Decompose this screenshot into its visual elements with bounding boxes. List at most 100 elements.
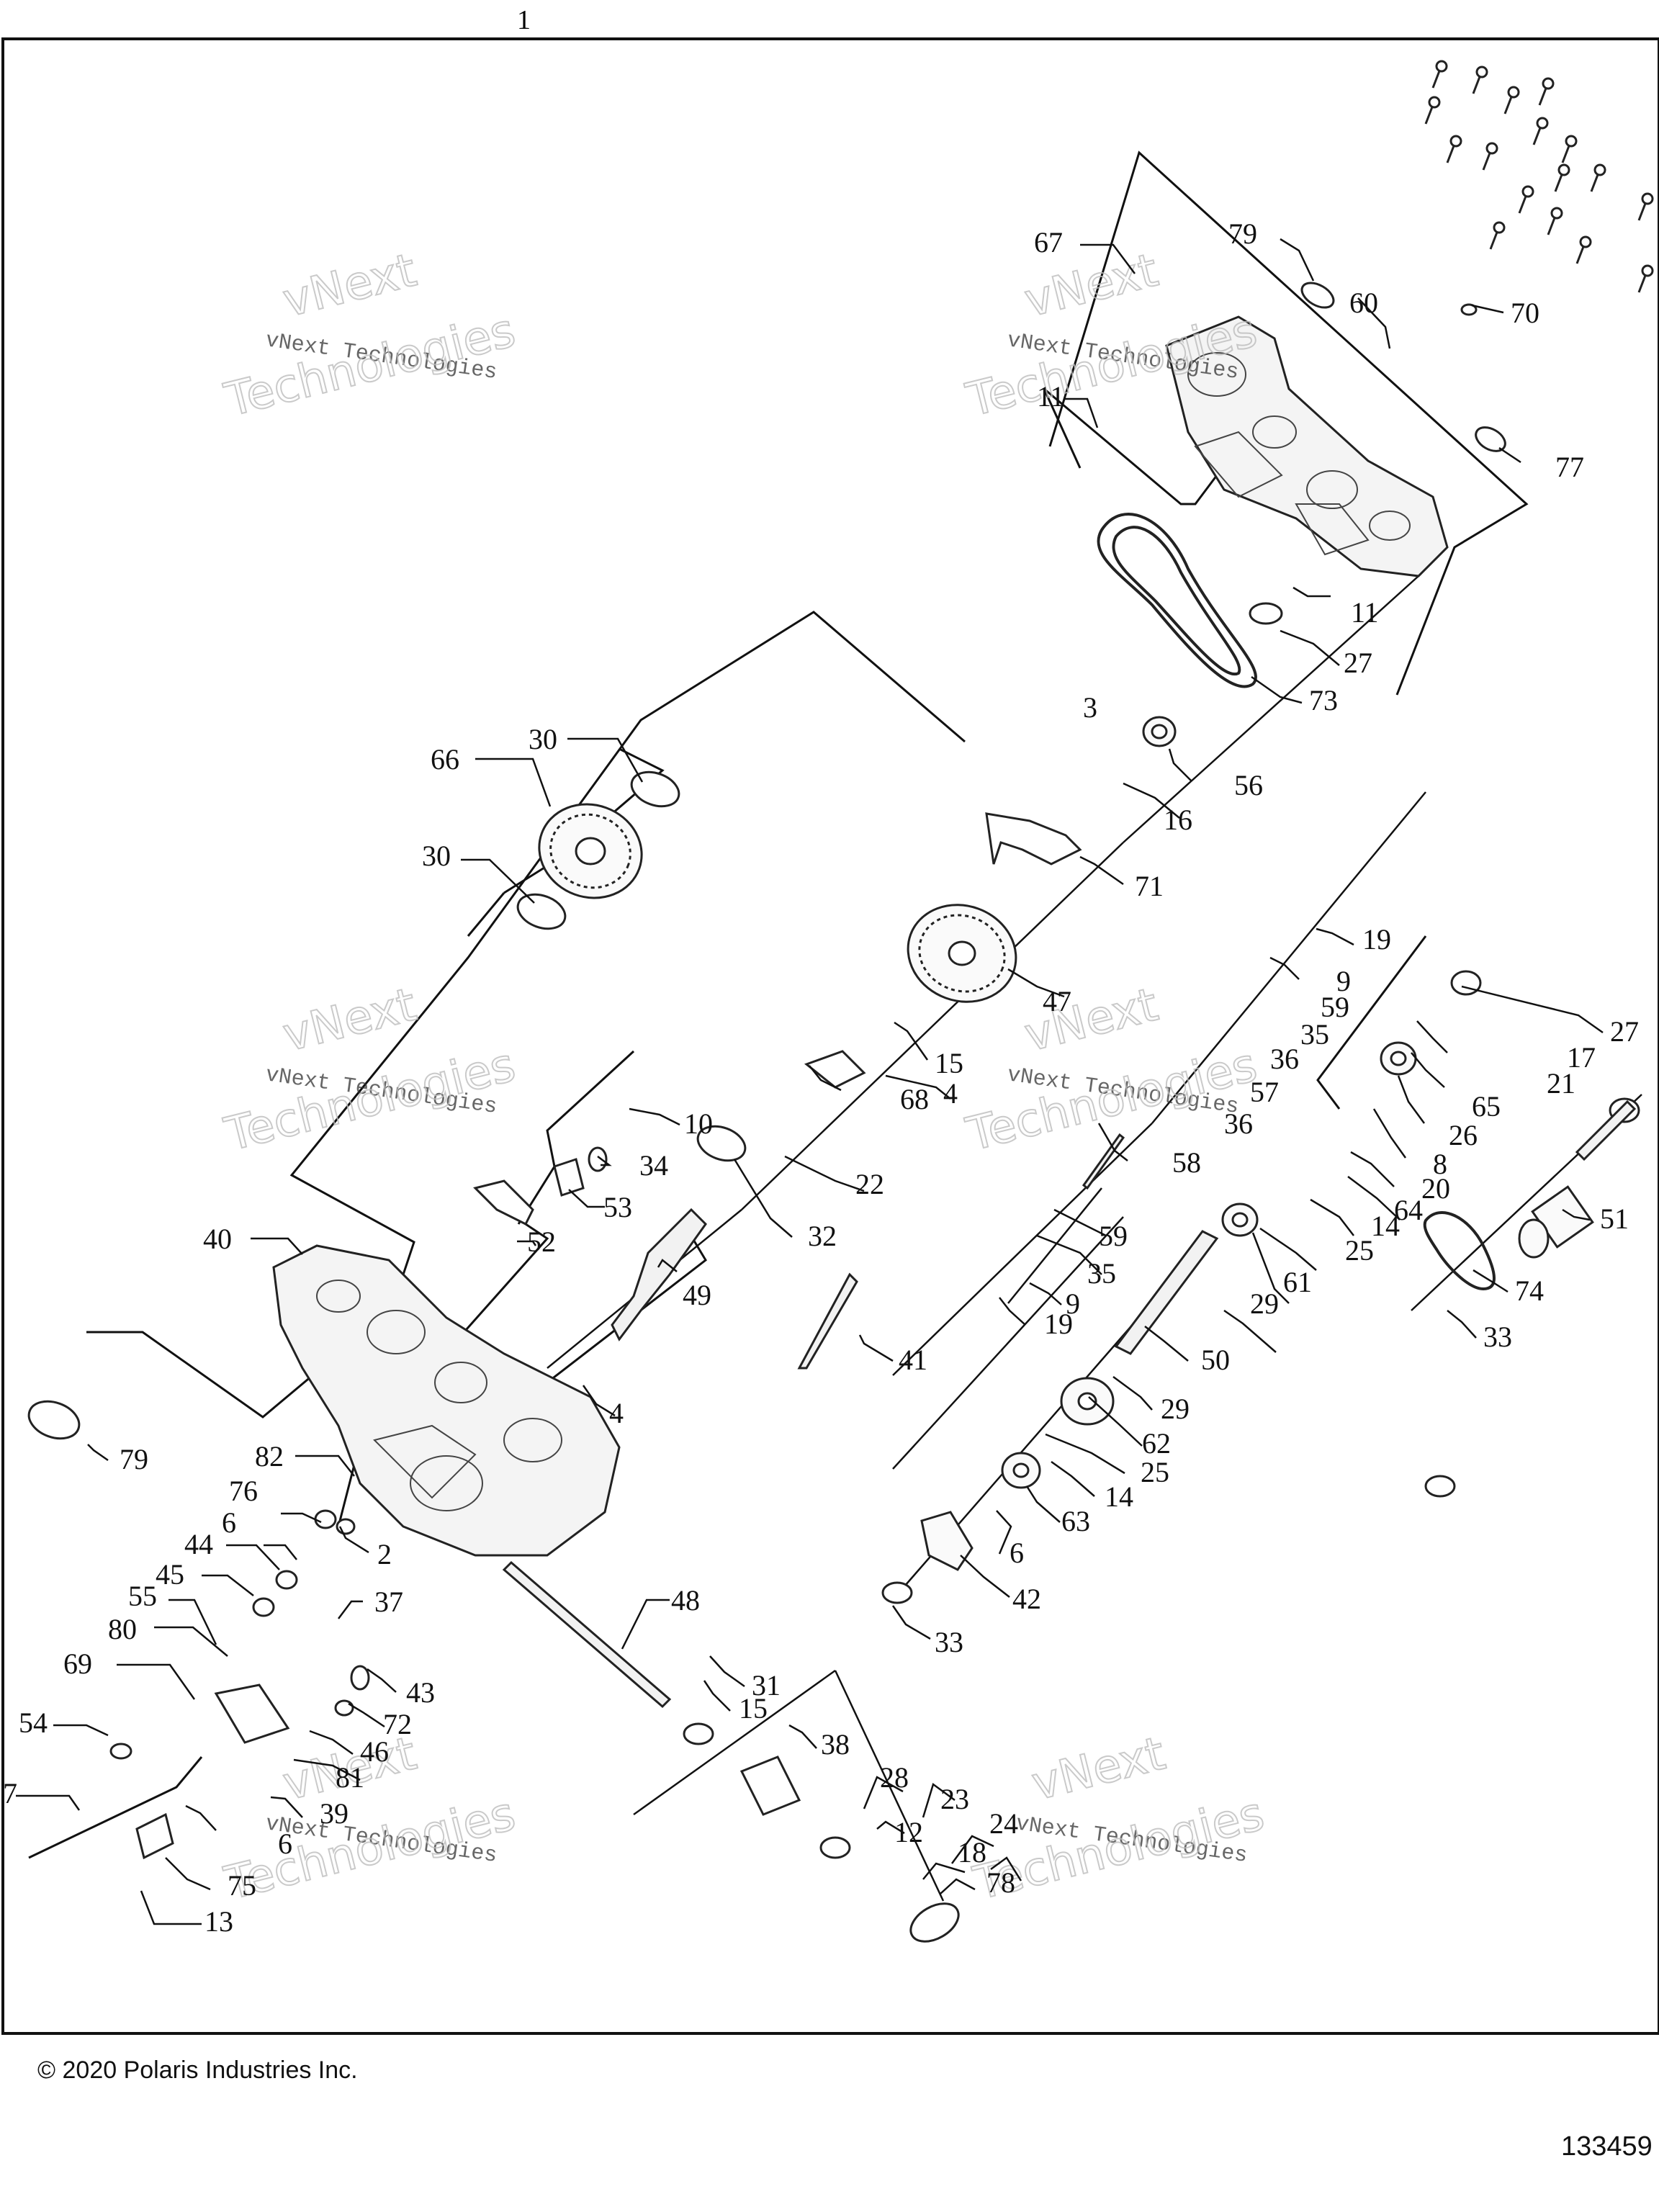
shaft-58 — [1082, 1133, 1125, 1190]
callout-67: 67 — [1034, 226, 1063, 258]
callout-63: 63 — [1061, 1505, 1090, 1537]
spring-43 — [350, 1665, 370, 1691]
callout-25: 25 — [1345, 1234, 1374, 1267]
callout-26: 26 — [1449, 1119, 1478, 1151]
callout-39: 39 — [320, 1797, 349, 1830]
callout-45: 45 — [156, 1558, 184, 1591]
callout-30: 30 — [422, 840, 451, 872]
washer-54 — [109, 1743, 132, 1760]
shafts — [502, 1100, 1637, 1709]
callout-65: 65 — [1472, 1090, 1501, 1123]
callout-6: 6 — [1010, 1537, 1024, 1569]
callout-61: 61 — [1283, 1266, 1312, 1298]
callout-10: 10 — [684, 1107, 713, 1140]
callout-76: 76 — [229, 1475, 258, 1507]
callout-34: 34 — [639, 1149, 668, 1182]
callout-80: 80 — [108, 1613, 137, 1645]
sheet-number: 1 — [517, 5, 531, 35]
shift-fork-71 — [985, 812, 1082, 866]
cover-housing — [1165, 315, 1449, 577]
shaft-48 — [502, 1560, 672, 1709]
callout-4: 4 — [943, 1077, 958, 1110]
watermark-text: Technologies — [220, 1038, 521, 1162]
callout-75: 75 — [228, 1869, 256, 1902]
small-components — [109, 812, 1082, 1860]
callout-14: 14 — [1371, 1210, 1400, 1242]
shaft-49 — [611, 1208, 707, 1341]
callout-77: 77 — [1555, 451, 1584, 483]
part-45 — [252, 1597, 275, 1617]
callout-27: 27 — [1610, 1015, 1639, 1048]
callout-29: 29 — [1250, 1287, 1279, 1320]
part-76 — [314, 1509, 337, 1529]
callout-42: 42 — [1012, 1583, 1041, 1615]
callout-8: 8 — [1433, 1148, 1447, 1180]
driven-gear-66 — [538, 803, 643, 899]
callout-73: 73 — [1309, 684, 1338, 716]
callout-64: 64 — [1394, 1194, 1423, 1226]
callout-19: 19 — [1362, 923, 1391, 956]
callout-37: 37 — [374, 1586, 403, 1618]
watermark-text: vNext — [1020, 978, 1163, 1062]
callout-9: 9 — [1066, 1287, 1080, 1320]
callout-33: 33 — [1483, 1321, 1512, 1353]
callout-36: 36 — [1224, 1107, 1253, 1140]
callout-11: 11 — [1351, 596, 1379, 629]
motor-75 — [135, 1812, 174, 1860]
callout-20: 20 — [1421, 1172, 1450, 1205]
callout-4: 4 — [609, 1397, 624, 1429]
housing-39 — [214, 1683, 290, 1744]
drum-38 — [739, 1755, 801, 1816]
callout-59: 59 — [1099, 1220, 1128, 1252]
watermark-text: Technologies — [220, 304, 521, 428]
callout-30: 30 — [529, 723, 557, 755]
bolt-cluster-top — [1424, 60, 1654, 293]
callout-36: 36 — [1270, 1043, 1299, 1075]
callout-6: 6 — [278, 1827, 292, 1860]
drive-belt — [1097, 513, 1257, 688]
callout-35: 35 — [1300, 1018, 1329, 1051]
callout-71: 71 — [1135, 870, 1164, 902]
gear-62 — [1060, 1377, 1115, 1426]
callout-41: 41 — [899, 1344, 927, 1376]
callout-46: 46 — [360, 1735, 389, 1768]
watermark-text: Technologies — [961, 1038, 1262, 1162]
spring-34 — [588, 1146, 608, 1172]
callout-69: 69 — [63, 1647, 92, 1680]
callout-60: 60 — [1349, 287, 1378, 319]
callout-40: 40 — [203, 1223, 232, 1255]
callout-54: 54 — [19, 1707, 48, 1739]
callout-78: 78 — [986, 1866, 1015, 1899]
callout-19: 19 — [1044, 1308, 1073, 1340]
callout-18: 18 — [958, 1836, 986, 1869]
callout-66: 66 — [431, 743, 459, 775]
bearings-and-seals — [27, 282, 1640, 1943]
gear-63 — [1001, 1452, 1041, 1489]
callout-17: 17 — [1567, 1041, 1596, 1074]
callout-28: 28 — [880, 1761, 909, 1794]
leader-lines — [16, 238, 1604, 1925]
callout-27: 27 — [1344, 647, 1372, 679]
callout-13: 13 — [204, 1905, 233, 1938]
callout-3: 3 — [1083, 691, 1097, 724]
callout-2: 2 — [377, 1538, 392, 1570]
callout-15: 15 — [739, 1692, 768, 1725]
callout-68: 68 — [900, 1083, 929, 1115]
callout-9: 9 — [1336, 965, 1351, 997]
part-44 — [275, 1570, 298, 1590]
callout-23: 23 — [940, 1783, 969, 1815]
callout-57: 57 — [1250, 1076, 1279, 1108]
drawing-frame — [1, 37, 1659, 2035]
callout-12: 12 — [894, 1816, 923, 1848]
callout-52: 52 — [527, 1226, 556, 1258]
gasket-68 — [804, 1050, 866, 1089]
callout-51: 51 — [1600, 1202, 1629, 1235]
bracket-52 — [473, 1179, 534, 1226]
gear-61 — [1221, 1202, 1259, 1237]
shaft-50 — [1114, 1230, 1219, 1355]
gear-51 — [1518, 1185, 1594, 1259]
callout-6: 6 — [222, 1506, 236, 1539]
callout-33: 33 — [935, 1626, 963, 1658]
shaft-41 — [797, 1272, 858, 1370]
callout-50: 50 — [1201, 1344, 1230, 1376]
